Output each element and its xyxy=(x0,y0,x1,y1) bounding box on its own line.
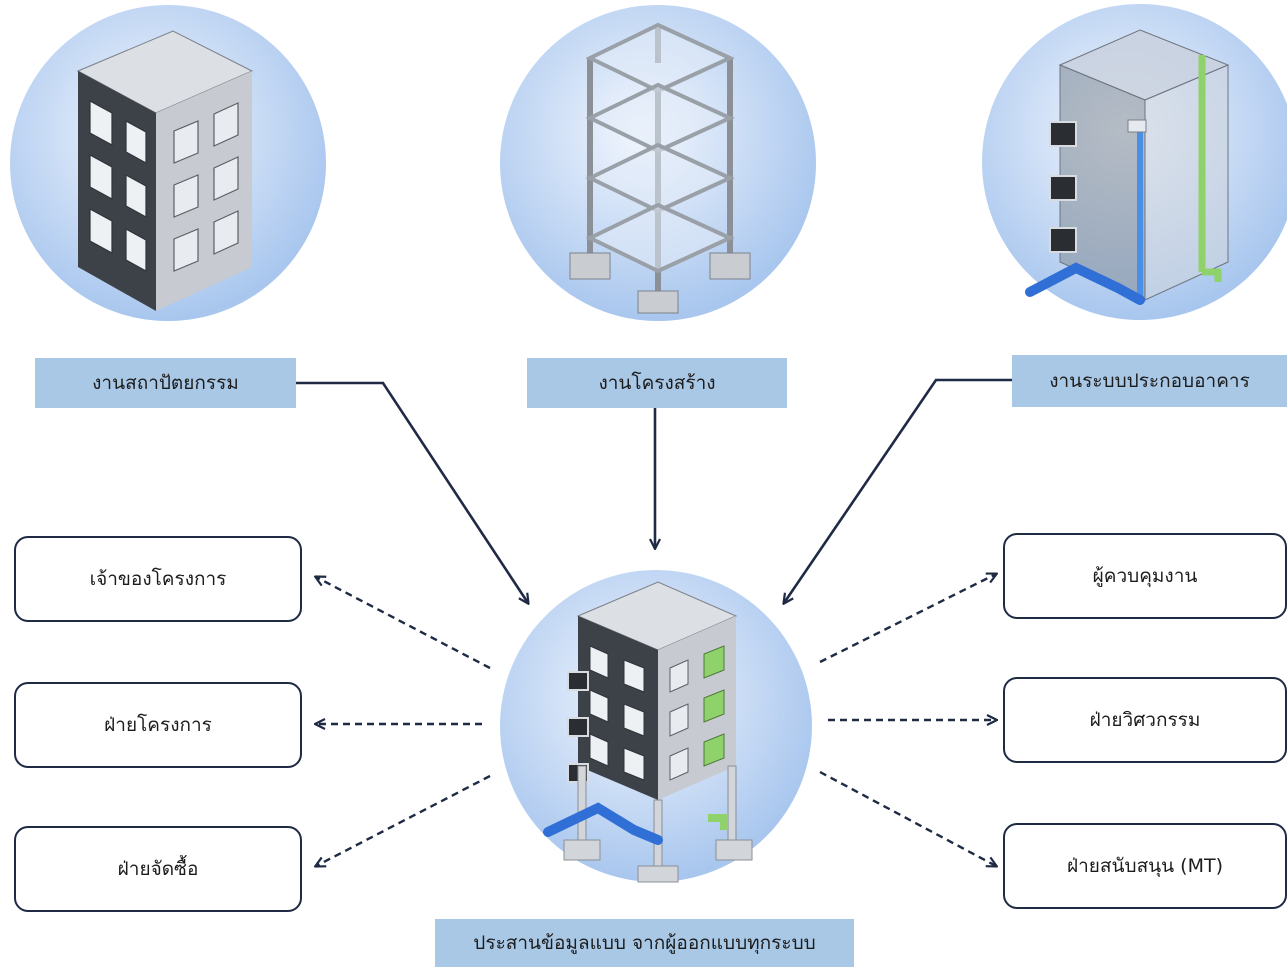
label-structure: งานโครงสร้าง xyxy=(527,358,787,408)
structure-circle xyxy=(498,3,820,327)
label-center-coordination: ประสานข้อมูลแบบ จากผู้ออกแบบทุกระบบ xyxy=(435,919,854,967)
arrow-architecture-to-center xyxy=(296,381,528,603)
architecture-building-icon xyxy=(10,5,326,321)
structure-frame-icon xyxy=(500,5,816,321)
center-circle xyxy=(498,568,818,887)
box-project-department: ฝ่ายโครงการ xyxy=(14,682,302,768)
mep-systems-icon xyxy=(982,4,1287,320)
box-project-owner: เจ้าของโครงการ xyxy=(14,536,302,622)
architecture-circle xyxy=(8,3,330,327)
box-site-supervisor: ผู้ควบคุมงาน xyxy=(1003,533,1287,619)
box-engineering: ฝ่ายวิศวกรรม xyxy=(1003,677,1287,763)
mep-circle xyxy=(980,0,1287,326)
arrow-center-to-procurement xyxy=(316,774,491,866)
coordinated-building-model-icon xyxy=(500,570,812,883)
box-support-mt: ฝ่ายสนับสนุน (MT) xyxy=(1003,823,1287,909)
label-architecture: งานสถาปัตยกรรม xyxy=(35,358,296,408)
label-mep: งานระบบประกอบอาคาร xyxy=(1012,355,1287,407)
arrow-center-to-owner xyxy=(316,577,491,670)
arrow-center-to-supervisor xyxy=(819,574,996,664)
arrow-mep-to-center xyxy=(784,378,1012,603)
box-procurement: ฝ่ายจัดซื้อ xyxy=(14,826,302,912)
arrow-center-to-support xyxy=(819,770,996,866)
